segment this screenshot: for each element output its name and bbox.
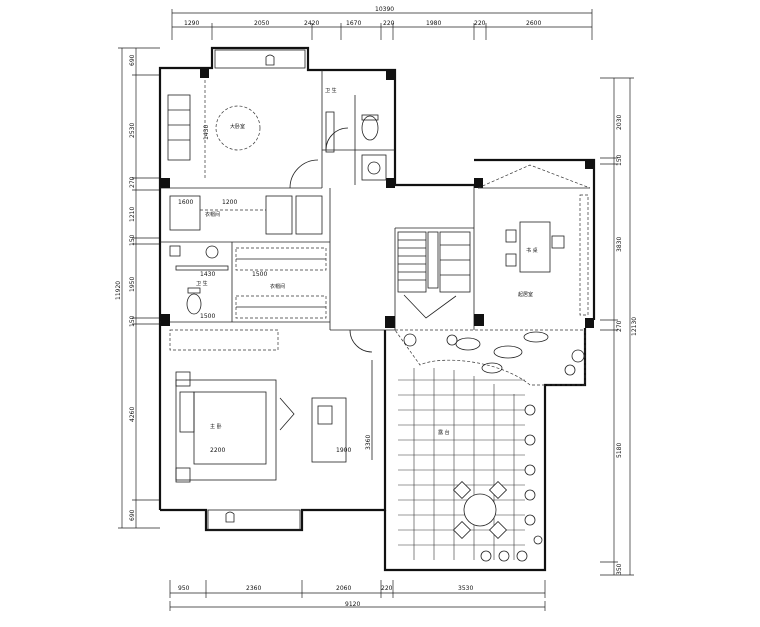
dim-left-9: 690 [129, 509, 136, 521]
dim-left-4: 1210 [129, 207, 136, 222]
dim-inner-h: 1900 [336, 447, 351, 454]
room-label-bedroom-top: 大卧室 [230, 123, 245, 130]
room-label-terrace: 露 台 [438, 429, 450, 436]
dim-bottom-total: 9120 [345, 601, 360, 608]
room-label-living: 起居室 [518, 291, 533, 298]
dim-inner-g: 2200 [210, 447, 225, 454]
dim-top-2: 2050 [254, 20, 269, 27]
dim-bottom-2: 2360 [246, 585, 261, 592]
dim-bottom-1: 950 [178, 585, 190, 592]
dim-right-total: 12130 [631, 317, 638, 336]
dim-inner-c: 1200 [222, 199, 237, 206]
study-room: 书 桌 起居室 [477, 164, 591, 316]
balconies [207, 49, 306, 531]
dimension-bottom: 950 2360 2060 220 3530 9120 [169, 580, 546, 611]
dim-top-5: 220 [383, 20, 395, 27]
dim-right-1: 2030 [616, 115, 623, 130]
dim-inner-d: 1430 [200, 271, 215, 278]
dim-right-5: 5180 [616, 443, 623, 458]
dimension-top: 10390 1290 2050 2420 1670 220 1980 220 2… [171, 6, 593, 40]
dim-left-7: 150 [129, 315, 136, 327]
dim-left-8: 4260 [129, 407, 136, 422]
dim-top-total: 10390 [375, 6, 394, 13]
dim-right-3: 3830 [616, 237, 623, 252]
dimension-right: 2030 150 3830 270 5180 350 12130 [600, 77, 638, 576]
dim-bottom-3: 2060 [336, 585, 351, 592]
dim-top-3: 2420 [304, 20, 319, 27]
dim-left-total: 11920 [115, 281, 122, 300]
closet-middle: 衣帽间 1500 [235, 247, 327, 319]
terrace: 露 台 [394, 329, 586, 562]
bedroom-top: 大卧室 1430 [167, 80, 319, 189]
dim-top-4: 1670 [346, 20, 361, 27]
room-label-closet-middle: 衣帽间 [270, 283, 285, 290]
dim-left-3: 270 [129, 176, 136, 188]
dim-left-2: 2530 [129, 123, 136, 138]
room-label-bath-top: 卫 生 [325, 87, 337, 94]
room-label-bath-middle: 卫 生 [196, 280, 208, 287]
dim-left-6: 1950 [129, 277, 136, 292]
dim-left-5: 150 [129, 234, 136, 246]
columns [161, 68, 594, 328]
dim-right-4: 270 [616, 320, 623, 332]
bathroom-top: 卫 生 [325, 87, 387, 181]
staircase [397, 231, 471, 319]
dim-top-7: 220 [474, 20, 486, 27]
bathroom-middle: 卫 生 1430 1500 [169, 245, 229, 320]
dim-right-2: 150 [616, 154, 623, 166]
dim-top-1: 1290 [184, 20, 199, 27]
dim-inner-f: 1500 [252, 271, 267, 278]
interior-walls [160, 70, 475, 331]
corridor: 衣帽间 1600 1200 [169, 195, 323, 235]
dim-inner-a: 1430 [203, 125, 210, 140]
dim-top-8: 2600 [526, 20, 541, 27]
dim-left-1: 690 [129, 54, 136, 66]
dim-top-6: 1980 [426, 20, 441, 27]
bedroom-bottom: 主 卧 2200 1900 3360 [169, 329, 373, 483]
dim-bottom-4: 220 [381, 585, 393, 592]
dim-bottom-5: 3530 [458, 585, 473, 592]
dim-inner-e: 1500 [200, 313, 215, 320]
dim-inner-k: 3360 [365, 435, 372, 450]
room-label-closet-corridor: 衣帽间 [205, 211, 220, 218]
room-label-bedroom-bottom: 主 卧 [210, 423, 222, 430]
dim-inner-b: 1600 [178, 199, 193, 206]
dim-right-6: 350 [616, 563, 623, 575]
room-label-desk: 书 桌 [526, 247, 538, 254]
dimension-left: 690 2530 270 1210 150 1950 150 4260 690 … [115, 47, 160, 529]
